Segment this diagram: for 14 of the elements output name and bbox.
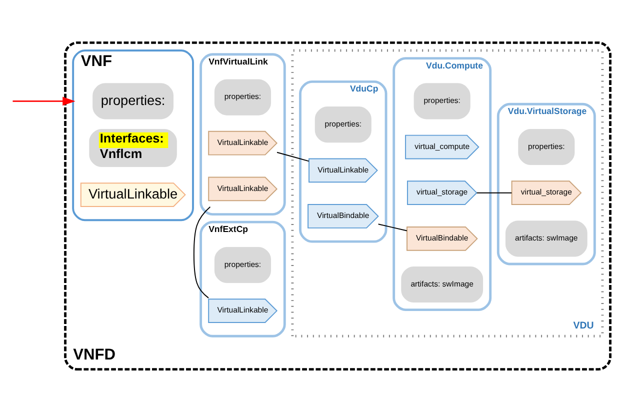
node-box: Interfaces: Vnflcm [89, 128, 177, 166]
arrow [12, 96, 76, 106]
node-box: properties: [214, 246, 271, 283]
node-box: artifacts: swImage [401, 266, 484, 302]
connector [476, 192, 512, 193]
connector [193, 206, 211, 298]
node-box: properties: [214, 78, 271, 115]
connector [276, 151, 310, 162]
node-box: properties: [414, 82, 470, 119]
connector [378, 223, 408, 231]
node-box: properties: [314, 106, 372, 142]
node-box: properties: [518, 128, 575, 165]
node-box: properties: [92, 82, 174, 119]
node-box: artifacts: swImage [505, 220, 588, 256]
